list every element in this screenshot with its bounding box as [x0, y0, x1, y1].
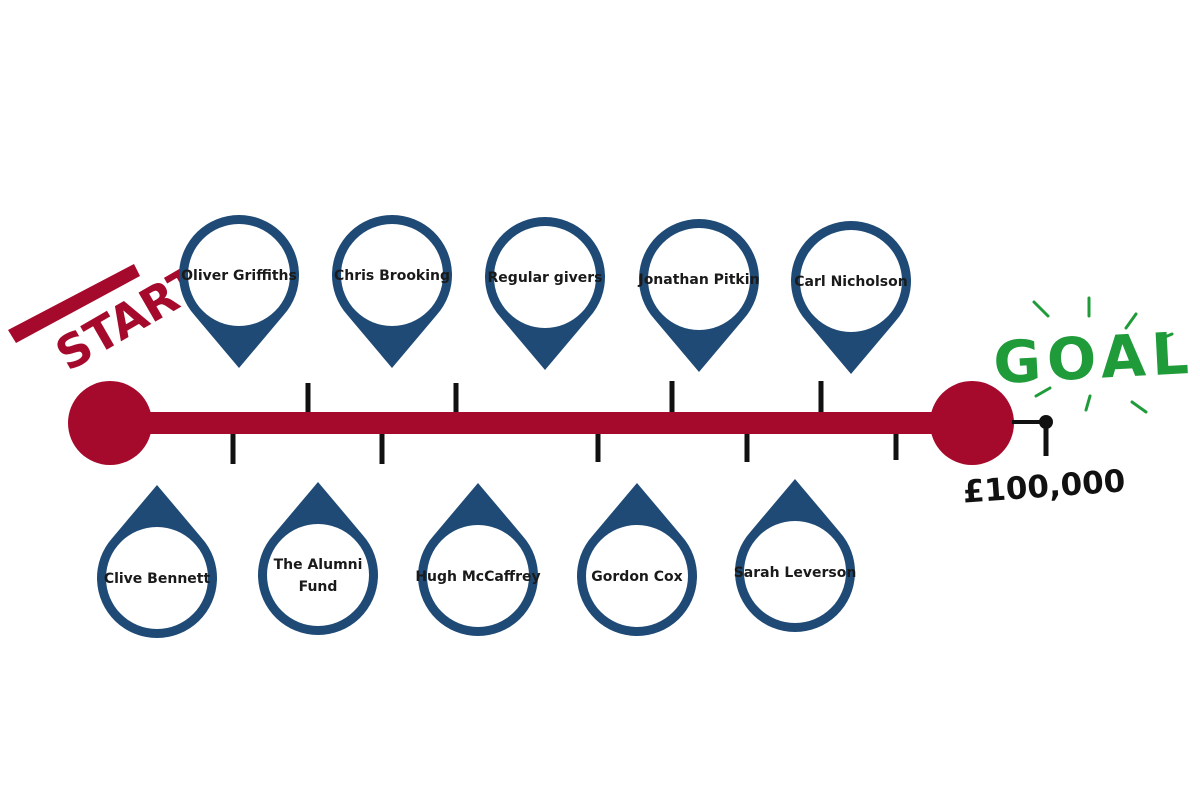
donor-pin: Chris Brooking — [332, 215, 453, 368]
pin-face — [106, 527, 208, 629]
pin-face — [800, 230, 902, 332]
donor-pin: Oliver Griffiths — [179, 215, 300, 368]
pin-face — [586, 525, 688, 627]
donor-name: Hugh McCaffrey — [415, 569, 540, 585]
donor-name: Regular givers — [488, 270, 603, 286]
pin-face — [648, 228, 750, 330]
donor-pin: Regular givers — [485, 217, 606, 370]
donor-name: Chris Brooking — [334, 268, 450, 284]
start-node — [68, 381, 152, 465]
pin-face — [494, 226, 596, 328]
donor-name: Clive Bennett — [104, 571, 211, 587]
pin-face — [427, 525, 529, 627]
progress-track — [68, 381, 1014, 465]
goal-label: GOAL — [992, 319, 1196, 397]
start-stripe — [8, 264, 140, 343]
donor-pin: Carl Nicholson — [791, 221, 911, 374]
donor-name: Sarah Leverson — [734, 565, 857, 581]
donor-pins-top: Oliver Griffiths Chris Brooking Regular gi… — [179, 215, 911, 374]
donor-pin: Gordon Cox — [577, 483, 697, 636]
donor-pin: Clive Bennett — [97, 485, 217, 638]
donor-pin: Jonathan Pitkin — [637, 219, 760, 372]
pin-face — [188, 224, 290, 326]
pin-face — [744, 521, 846, 623]
pin-face — [341, 224, 443, 326]
goal-node — [930, 381, 1014, 465]
goal-burst — [1032, 296, 1174, 414]
donor-name: Oliver Griffiths — [181, 268, 297, 284]
donor-pin: Hugh McCaffrey — [415, 483, 541, 636]
pin-face — [267, 524, 369, 626]
donor-name: The Alumni — [274, 557, 363, 573]
donor-name: Gordon Cox — [591, 569, 682, 585]
goal-amount: £100,000 — [962, 463, 1127, 510]
goal-connector — [1012, 415, 1053, 456]
donor-pin: Sarah Leverson — [734, 479, 857, 632]
goal-marker: GOAL — [992, 296, 1196, 414]
donor-name: Carl Nicholson — [794, 274, 907, 290]
tick-marks — [230, 381, 899, 464]
donor-name: Fund — [299, 579, 338, 595]
donor-name: Jonathan Pitkin — [637, 272, 759, 288]
